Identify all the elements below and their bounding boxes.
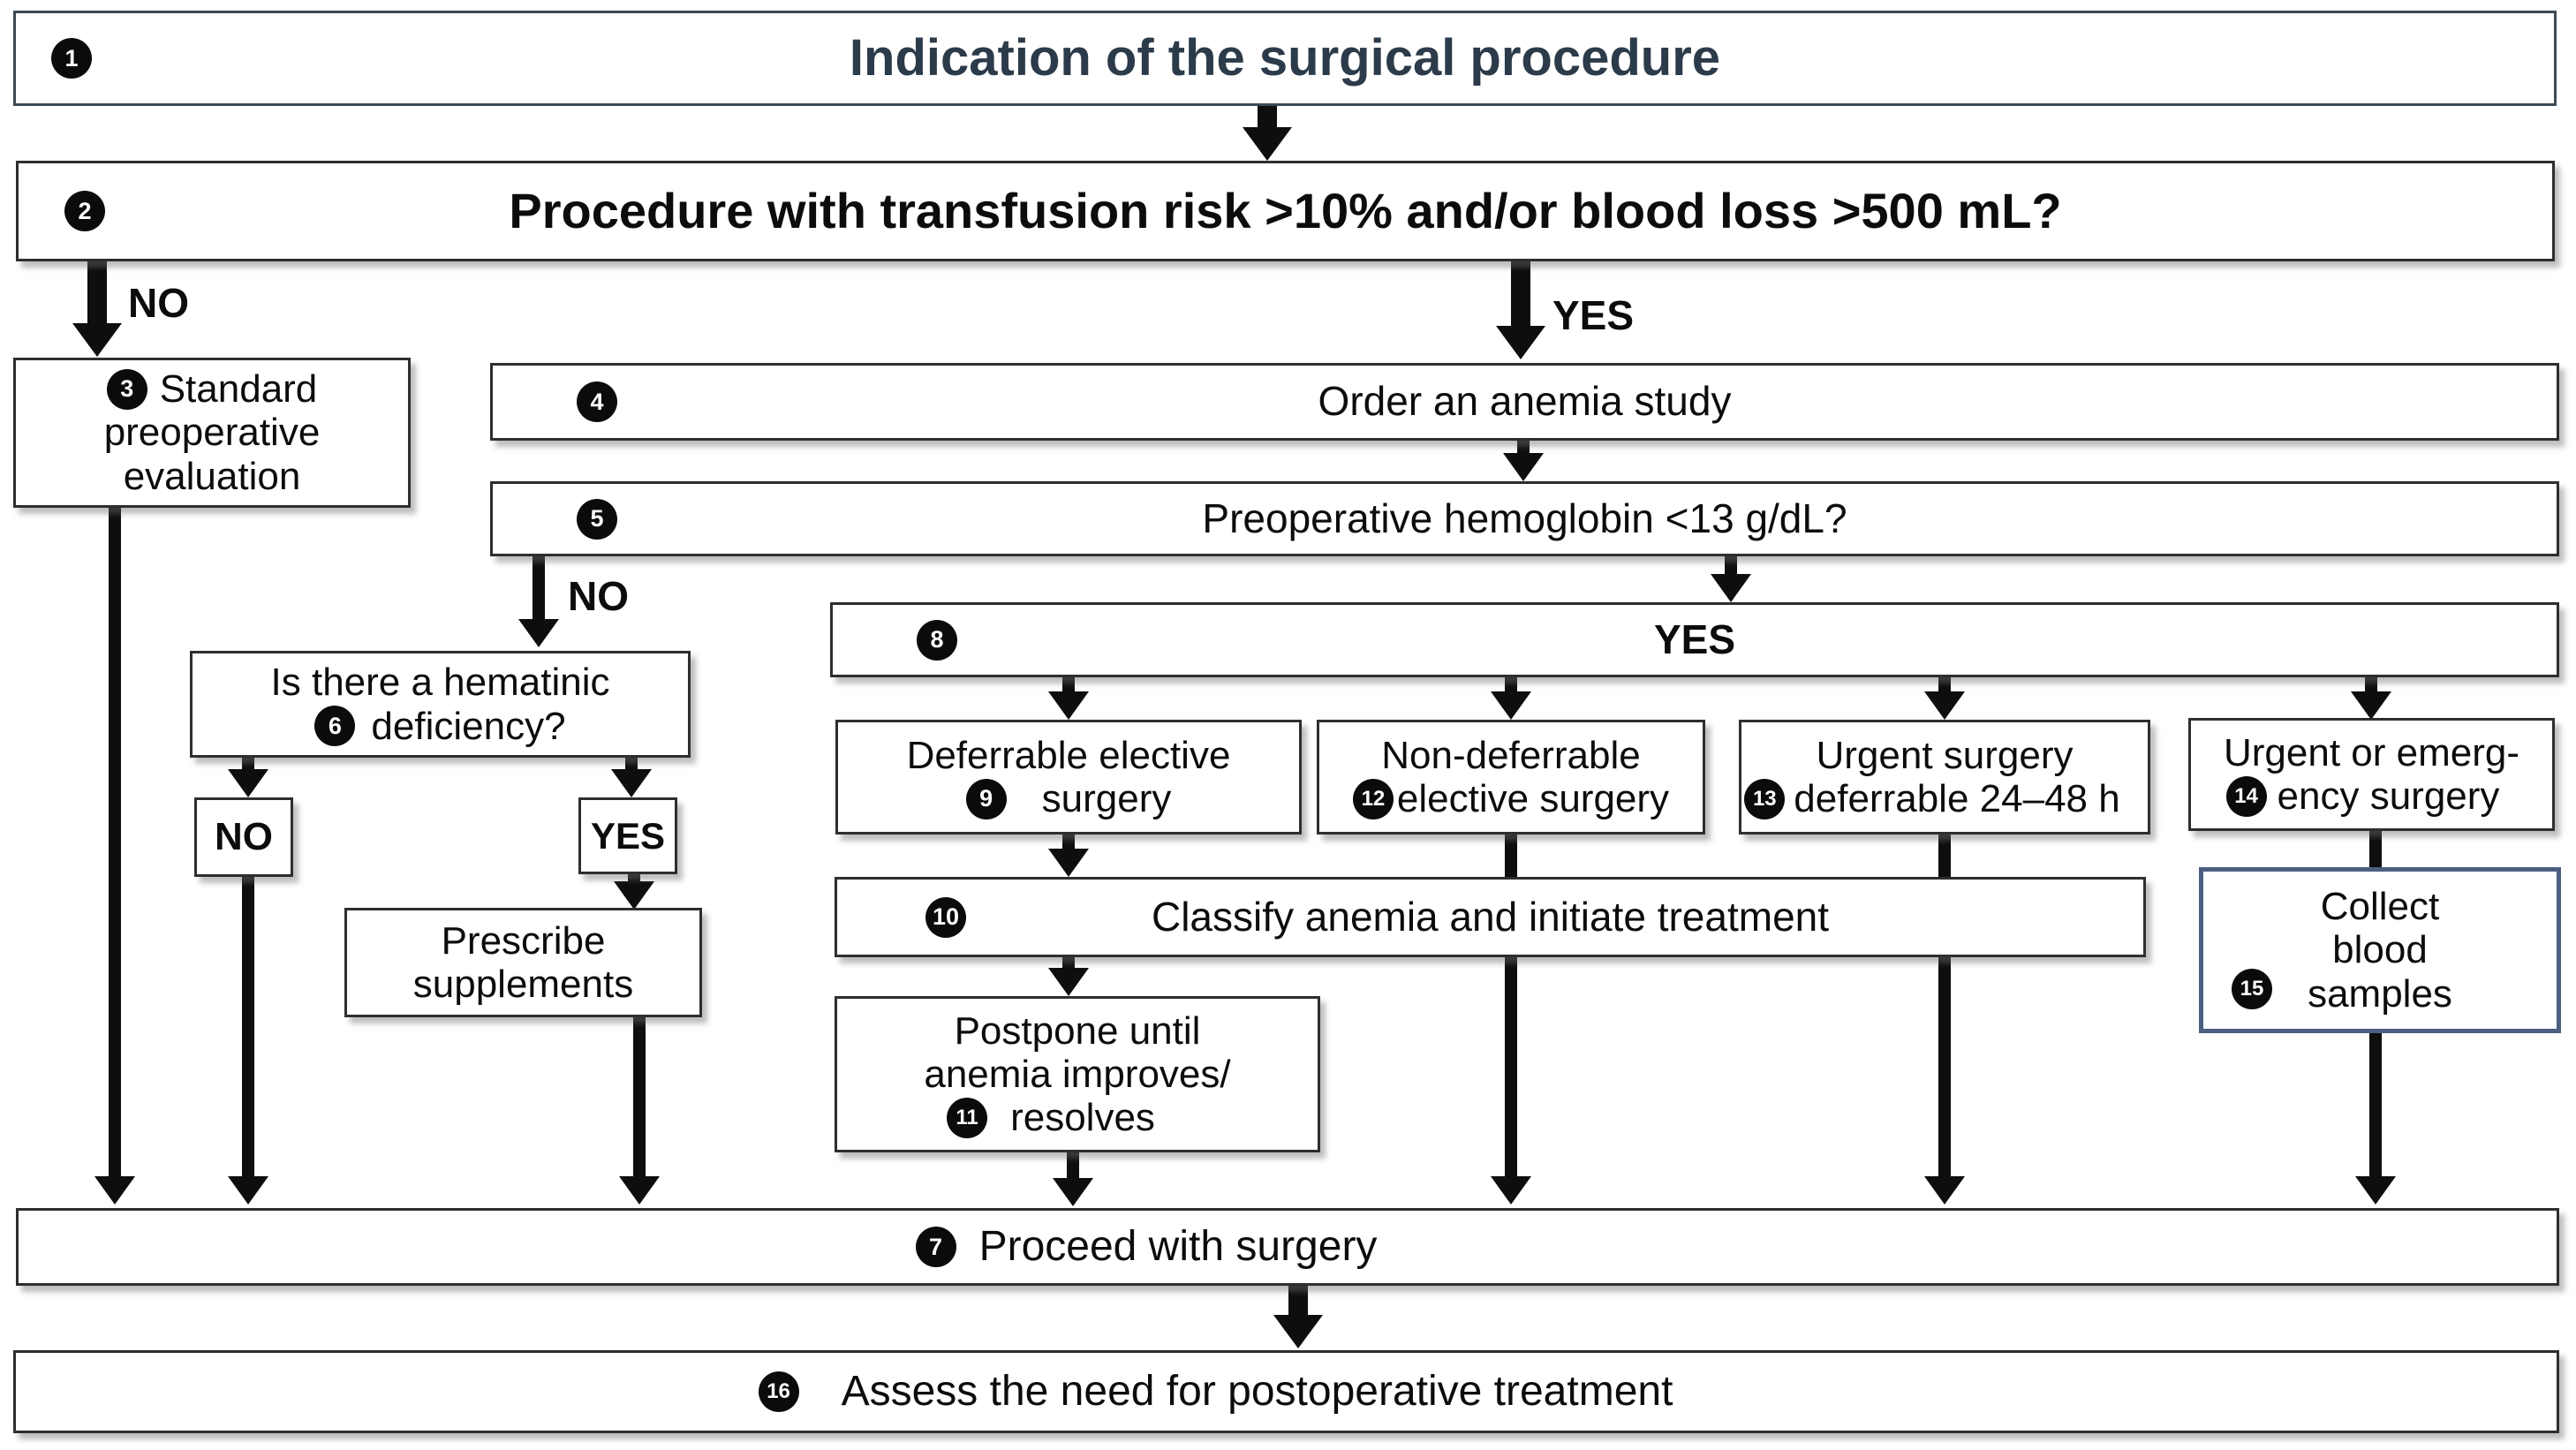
node-hematinic-no: NO [194, 797, 293, 877]
label-no-hemoglobin: NO [568, 573, 629, 619]
badge-12: 12 [1352, 778, 1394, 819]
node-deferrable-elective: Deferrable elective 9 surgery [835, 720, 1302, 835]
badge-10: 10 [925, 896, 966, 938]
node-postpone-line1: Postpone until [954, 1008, 1201, 1053]
node-deferrable-line1: Deferrable elective [906, 733, 1231, 777]
arrow-deferrable-to-classify [1048, 835, 1089, 877]
badge-2: 2 [64, 191, 105, 231]
node-non-deferrable-line1: Non-deferrable [1381, 733, 1641, 777]
badge-11: 11 [947, 1097, 988, 1138]
node-classify-anemia: 10 Classify anemia and initiate treatmen… [835, 877, 2146, 957]
arrow-yesbar-to-deferrable [1048, 677, 1089, 720]
node-urgent-emergency-line2: ency surgery [2277, 774, 2500, 818]
label-no-procedure: NO [128, 280, 189, 326]
arrow-hematinic-to-yes [611, 758, 652, 797]
node-urgent-deferrable-line1: Urgent surgery [1816, 733, 2074, 777]
node-collect-samples: 15 Collect blood samples [2199, 867, 2561, 1033]
node-hematinic-yes-label: YES [590, 814, 666, 857]
node-urgent-deferrable-line2: deferrable 24–48 h [1794, 777, 2120, 820]
node-collect-line2: blood [2332, 928, 2428, 972]
arrow-indication-to-procedure [1243, 104, 1292, 161]
badge-14: 14 [2225, 775, 2267, 817]
node-hematinic-no-label: NO [215, 815, 273, 859]
badge-1: 1 [51, 38, 92, 79]
node-postpone: Postpone until anemia improves/ 11 resol… [835, 996, 1320, 1152]
badge-4: 4 [577, 381, 617, 422]
node-assess-label: Assess the need for postoperative treatm… [841, 1368, 1673, 1416]
node-standard-eval: 3 Standard preoperative evaluation [13, 358, 411, 508]
badge-8: 8 [917, 619, 957, 661]
arrow-hemoglobin-no [518, 556, 559, 647]
node-collect-line3: samples [2308, 971, 2452, 1016]
node-hematinic-line2: deficiency? [371, 704, 566, 748]
node-hematinic-yes: YES [578, 797, 677, 874]
badge-7: 7 [915, 1227, 956, 1267]
node-postpone-line2: anemia improves/ [924, 1052, 1231, 1096]
node-standard-eval-line2: preoperative [103, 411, 321, 455]
badge-15: 15 [2232, 969, 2272, 1009]
badge-16: 16 [758, 1371, 799, 1412]
arrow-prescribe-to-proceed [619, 1016, 660, 1205]
arrow-yesbar-to-urgent-deferrable [1924, 677, 1965, 720]
arrow-standard-eval-to-proceed [94, 507, 135, 1205]
badge-5: 5 [577, 498, 617, 540]
arrow-classify-to-postpone [1048, 957, 1089, 996]
arrow-hematinic-to-no [228, 758, 268, 797]
badge-9: 9 [965, 778, 1007, 819]
node-urgent-emergency-line1: Urgent or emerg- [2223, 730, 2519, 774]
node-procedure-risk: 2 Procedure with transfusion risk >10% a… [16, 161, 2555, 261]
node-prescribe-supplements: Prescribe supplements [344, 908, 702, 1017]
node-classify-anemia-label: Classify anemia and initiate treatment [1151, 893, 1830, 940]
node-proceed: 7 Proceed with surgery [16, 1208, 2559, 1286]
node-proceed-label: Proceed with surgery [978, 1223, 1378, 1271]
node-hemoglobin-question-label: Preoperative hemoglobin <13 g/dL? [1202, 495, 1847, 541]
node-urgent-emergency: Urgent or emerg- 14 ency surgery [2188, 718, 2555, 831]
node-standard-eval-line1: Standard [159, 367, 318, 412]
arrow-order-to-hemoglobin [1503, 439, 1544, 481]
arrow-proceed-to-assess [1273, 1286, 1323, 1348]
node-deferrable-line2: surgery [1041, 777, 1172, 820]
node-procedure-risk-label: Procedure with transfusion risk >10% and… [509, 182, 2062, 238]
node-standard-eval-line3: evaluation [123, 454, 301, 498]
node-hemoglobin-question: 5 Preoperative hemoglobin <13 g/dL? [490, 481, 2559, 556]
badge-6: 6 [314, 706, 356, 747]
node-non-deferrable: Non-deferrable 12 elective surgery [1317, 720, 1705, 835]
node-postpone-line3: resolves [1010, 1096, 1155, 1140]
badge-13: 13 [1744, 778, 1786, 819]
node-prescribe-line2: supplements [412, 963, 634, 1006]
node-prescribe-line1: Prescribe [441, 918, 606, 963]
arrow-hematinic-no-to-proceed [228, 874, 268, 1205]
node-non-deferrable-line2: elective surgery [1396, 777, 1670, 820]
arrow-yes-to-prescribe [614, 874, 654, 910]
node-hematinic-line1: Is there a hematinic [270, 661, 610, 705]
node-collect-line1: Collect [2320, 885, 2440, 929]
arrow-procedure-yes [1496, 261, 1545, 359]
arrow-yesbar-to-nondeferrable [1491, 677, 1531, 720]
node-indication-label: Indication of the surgical procedure [849, 28, 1721, 87]
node-urgent-deferrable: Urgent surgery 13 deferrable 24–48 h [1739, 720, 2150, 835]
node-order-study-label: Order an anemia study [1318, 378, 1732, 425]
arrow-postpone-to-proceed [1053, 1152, 1093, 1206]
node-hematinic-question: Is there a hematinic 6 deficiency? [190, 651, 691, 758]
node-yes-bar-label: YES [1653, 615, 1736, 662]
label-yes-procedure: YES [1552, 292, 1635, 338]
node-indication: 1 Indication of the surgical procedure [13, 11, 2557, 106]
badge-3: 3 [106, 368, 147, 410]
node-assess: 16 Assess the need for postoperative tre… [13, 1350, 2559, 1433]
node-yes-bar: 8 YES [830, 602, 2559, 677]
arrow-procedure-no [72, 261, 122, 357]
arrow-yesbar-to-urgent-emergency [2351, 677, 2391, 720]
node-order-study: 4 Order an anemia study [490, 363, 2559, 441]
arrow-hemoglobin-yes [1711, 556, 1751, 602]
